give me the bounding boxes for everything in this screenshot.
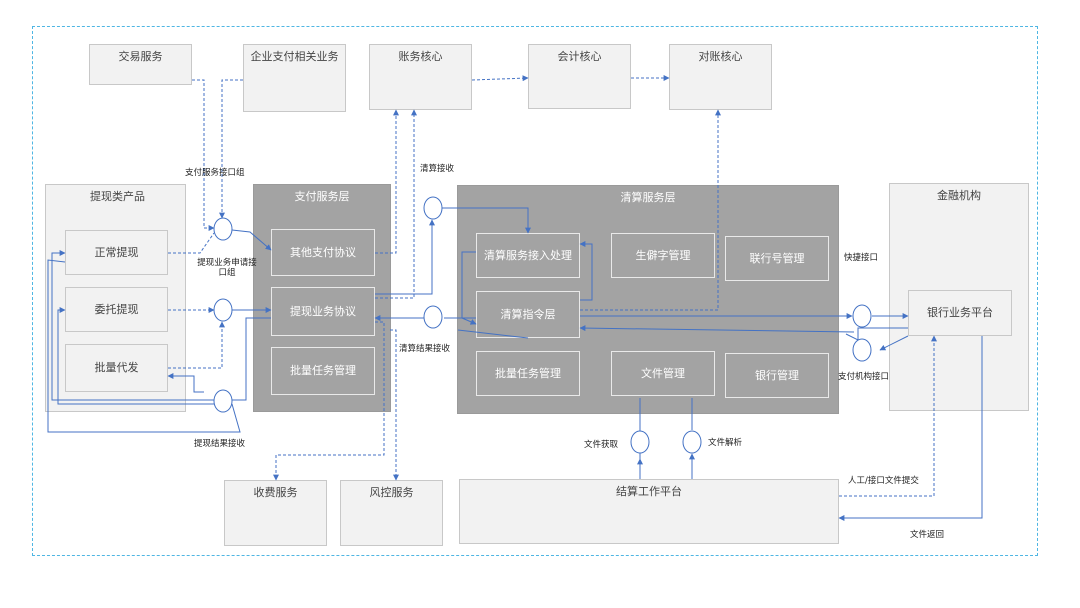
risk-service-box: 风控服务 <box>340 480 443 546</box>
reconciliation-core-box: 对账核心 <box>669 44 772 110</box>
clear-receive-circle <box>423 196 443 220</box>
instruction-side-line <box>457 329 529 339</box>
clear-result-circle <box>423 305 443 329</box>
other-protocol-label: 其他支付协议 <box>290 245 356 259</box>
pay-batch-task-label: 批量任务管理 <box>290 364 356 377</box>
clearing-service-layer-title: 清算服务层 <box>620 191 676 204</box>
corp-to-iface-line <box>219 79 243 219</box>
quick-iface-circle <box>852 304 872 328</box>
quick-iface-label: 快捷接口 <box>844 253 879 263</box>
ledger-core-box: 账务核心 <box>369 44 472 110</box>
access-to-instruction <box>461 251 477 325</box>
ledger-to-accounting-arrow <box>471 75 529 82</box>
normal-withdraw-box: 正常提现 <box>65 230 168 275</box>
clear-receive-to-access <box>442 207 531 234</box>
trade-to-iface-line <box>192 79 215 231</box>
clearing-instruction-box: 清算指令层 <box>476 291 580 338</box>
bank-platform-label: 银行业务平台 <box>927 306 993 319</box>
file-fetch-circle <box>630 430 650 454</box>
other-protocol-to-ledger <box>375 109 399 254</box>
settlement-platform-box: 结算工作平台 <box>459 479 839 544</box>
rare-char-label: 生僻字管理 <box>635 248 691 262</box>
protocol-to-result-circle <box>232 317 271 401</box>
batch-to-circle-line <box>168 321 225 369</box>
instruction-to-access <box>579 241 593 301</box>
risk-service-label: 风控服务 <box>369 486 414 499</box>
clear-batch-task-box: 批量任务管理 <box>476 351 580 396</box>
clearing-access-box: 清算服务接入处理 <box>476 233 580 278</box>
fee-service-label: 收费服务 <box>253 486 298 499</box>
bank-management-box: 银行管理 <box>725 353 829 398</box>
instruction-to-recon <box>580 109 721 311</box>
result-outer-loop <box>47 259 241 433</box>
ledger-core-label: 账务核心 <box>398 50 443 63</box>
diagram-frame <box>32 26 1038 556</box>
file-management-label: 文件管理 <box>641 366 685 380</box>
file-fetch-label: 文件获取 <box>584 440 619 450</box>
entrust-withdraw-label: 委托提现 <box>94 302 139 316</box>
withdraw-protocol-box: 提现业务协议 <box>271 287 375 336</box>
file-return-line <box>838 336 983 521</box>
withdraw-to-clear-receive <box>375 219 435 295</box>
file-parse-label: 文件解析 <box>708 438 743 448</box>
withdraw-protocol-label: 提现业务协议 <box>290 304 356 318</box>
to-fee-service <box>273 321 385 481</box>
trade-service-label: 交易服务 <box>118 50 163 63</box>
trade-service-box: 交易服务 <box>89 44 192 85</box>
pay-inst-iface-circle <box>852 338 872 362</box>
bank-management-label: 银行管理 <box>755 368 799 382</box>
withdraw-result-circle <box>213 389 233 413</box>
pay-iface-group-label: 支付服务接口组 <box>185 168 245 178</box>
pay-iface-circle <box>213 217 233 241</box>
clear-batch-task-label: 批量任务管理 <box>495 366 561 380</box>
settlement-platform-label: 结算工作平台 <box>616 485 682 498</box>
corp-pay-label: 企业支付相关业务 <box>250 50 339 63</box>
normal-to-circle-line <box>168 232 215 254</box>
to-risk-service <box>390 329 399 481</box>
financial-institution-title: 金融机构 <box>937 189 981 202</box>
payment-service-layer-title: 支付服务层 <box>294 190 350 203</box>
withdraw-apply-group-label: 提现业务申请接口组 <box>197 258 257 278</box>
batch-payout-label: 批量代发 <box>94 361 139 374</box>
bank-number-label: 联行号管理 <box>749 251 805 265</box>
pay-inst-iface-label: 支付机构接口 <box>838 372 890 382</box>
result-to-normal <box>51 250 214 401</box>
rare-char-box: 生僻字管理 <box>611 233 715 278</box>
accounting-core-box: 会计核心 <box>528 44 631 109</box>
clearing-instruction-label: 清算指令层 <box>500 307 556 321</box>
bank-platform-box: 银行业务平台 <box>908 290 1012 336</box>
clearing-access-label: 清算服务接入处理 <box>484 248 572 262</box>
bank-to-payinst-loop <box>845 327 908 341</box>
result-to-batch <box>167 373 204 393</box>
manual-submit-label: 人工/接口文件提交 <box>848 476 919 486</box>
withdraw-apply-circle <box>213 298 233 322</box>
withdraw-products-title: 提现类产品 <box>90 190 145 203</box>
pay-batch-task-box: 批量任务管理 <box>271 347 375 395</box>
reconciliation-core-label: 对账核心 <box>698 50 743 63</box>
file-management-box: 文件管理 <box>611 351 715 396</box>
entrust-withdraw-box: 委托提现 <box>65 287 168 332</box>
corp-pay-box: 企业支付相关业务 <box>243 44 346 112</box>
withdraw-result-label: 提现结果接收 <box>194 439 246 449</box>
manual-submit-line <box>839 335 937 497</box>
clear-receive-label: 清算接收 <box>420 164 455 174</box>
batch-payout-box: 批量代发 <box>65 344 168 392</box>
result-to-entrust <box>57 307 214 405</box>
accounting-core-label: 会计核心 <box>557 50 602 63</box>
other-protocol-box: 其他支付协议 <box>271 229 375 276</box>
iface-to-other-protocol <box>231 229 272 251</box>
file-return-label: 文件返回 <box>910 530 945 540</box>
clear-result-label: 清算结果接收 <box>399 344 451 354</box>
bank-to-payinst-circle <box>879 335 909 351</box>
file-parse-circle <box>682 430 702 454</box>
payinst-to-instruction <box>579 325 855 333</box>
bank-number-box: 联行号管理 <box>725 236 829 281</box>
normal-withdraw-label: 正常提现 <box>94 245 139 259</box>
withdraw-protocol-to-ledger <box>375 109 417 299</box>
